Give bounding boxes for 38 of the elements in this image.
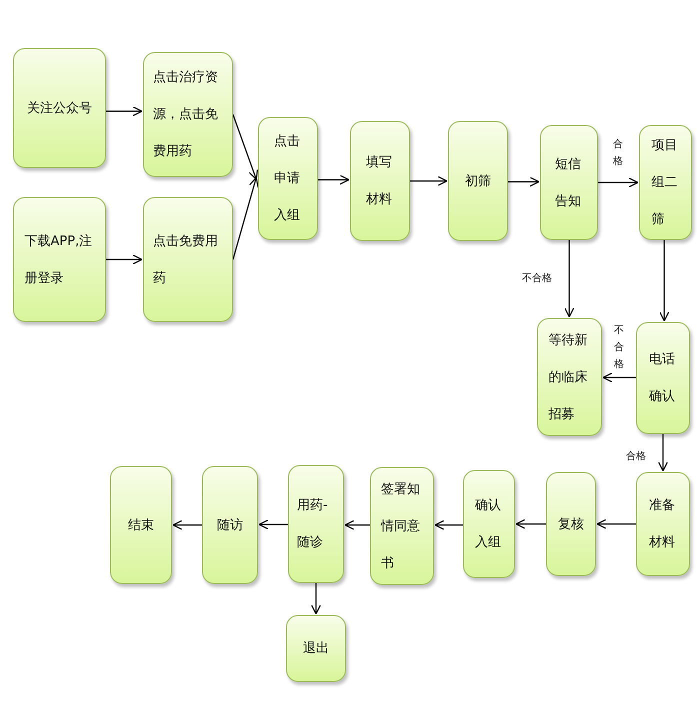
process-box: 点击治疗资源，点击免费用药 (143, 52, 233, 177)
process-box: 等待新的临床招募 (537, 318, 602, 436)
process-box: 用药-随诊 (288, 465, 344, 583)
process-box: 初筛 (448, 121, 508, 241)
process-box: 点击免费用药 (143, 197, 233, 322)
process-box: 点击申请入组 (258, 117, 318, 240)
process-box: 确认入组 (463, 470, 515, 578)
arrow (258, 519, 288, 530)
arrow (232, 114, 258, 180)
process-box: 短信告知 (540, 125, 598, 240)
process-box: 退出 (286, 615, 346, 682)
arrow (602, 372, 636, 383)
arrow (434, 520, 463, 530)
arrow (106, 254, 142, 265)
process-box: 下载APP,注册登录 (13, 197, 106, 322)
arrow (172, 520, 202, 530)
arrow (232, 177, 259, 260)
process-box: 项目组二筛 (639, 125, 692, 240)
process-box: 填写材料 (350, 121, 410, 241)
arrow (318, 174, 350, 185)
arrow (310, 583, 322, 614)
arrow (598, 177, 638, 188)
arrow (508, 176, 540, 187)
process-box: 签署知情同意书 (370, 467, 434, 585)
arrow (410, 176, 448, 186)
arrow (344, 520, 370, 530)
arrow (564, 240, 574, 318)
process-box: 准备材料 (636, 472, 690, 576)
process-box: 随访 (202, 466, 258, 584)
arrow (516, 518, 546, 530)
process-box: 电话确认 (636, 322, 690, 434)
process-box: 复核 (546, 472, 596, 576)
arrow (596, 518, 636, 530)
process-box: 结束 (110, 466, 172, 584)
arrow (659, 240, 670, 322)
process-box: 关注公众号 (13, 48, 106, 168)
arrow (658, 434, 668, 472)
arrow (106, 106, 142, 116)
